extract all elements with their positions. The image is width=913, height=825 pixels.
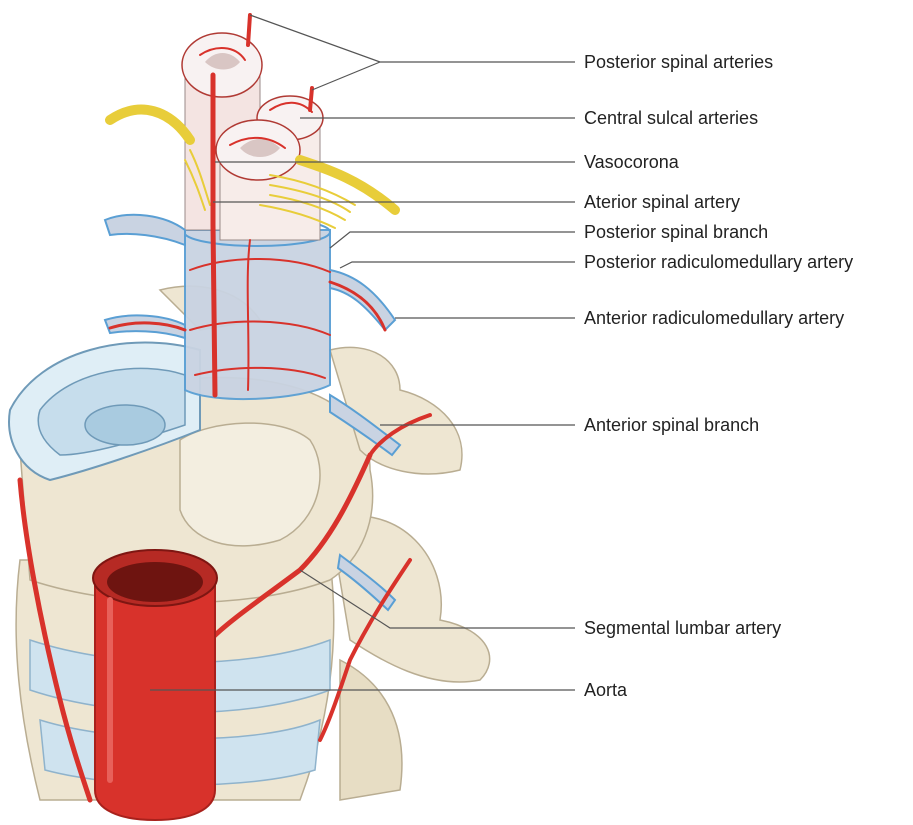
spinal-cord: [182, 33, 323, 240]
label-aorta: Aorta: [584, 680, 628, 700]
label-vasocorona: Vasocorona: [584, 152, 680, 172]
labels: Posterior spinal arteries Central sulcal…: [584, 52, 853, 700]
label-anterior-spinal-artery: Aterior spinal artery: [584, 192, 740, 212]
label-central-sulcal-arteries: Central sulcal arteries: [584, 108, 758, 128]
label-anterior-spinal-branch: Anterior spinal branch: [584, 415, 759, 435]
label-anterior-radiculomedullary-artery: Anterior radiculomedullary artery: [584, 308, 844, 328]
label-posterior-spinal-arteries: Posterior spinal arteries: [584, 52, 773, 72]
aorta: [93, 550, 217, 820]
label-posterior-spinal-branch: Posterior spinal branch: [584, 222, 768, 242]
label-segmental-lumbar-artery: Segmental lumbar artery: [584, 618, 781, 638]
label-posterior-radiculomedullary-artery: Posterior radiculomedullary artery: [584, 252, 853, 272]
